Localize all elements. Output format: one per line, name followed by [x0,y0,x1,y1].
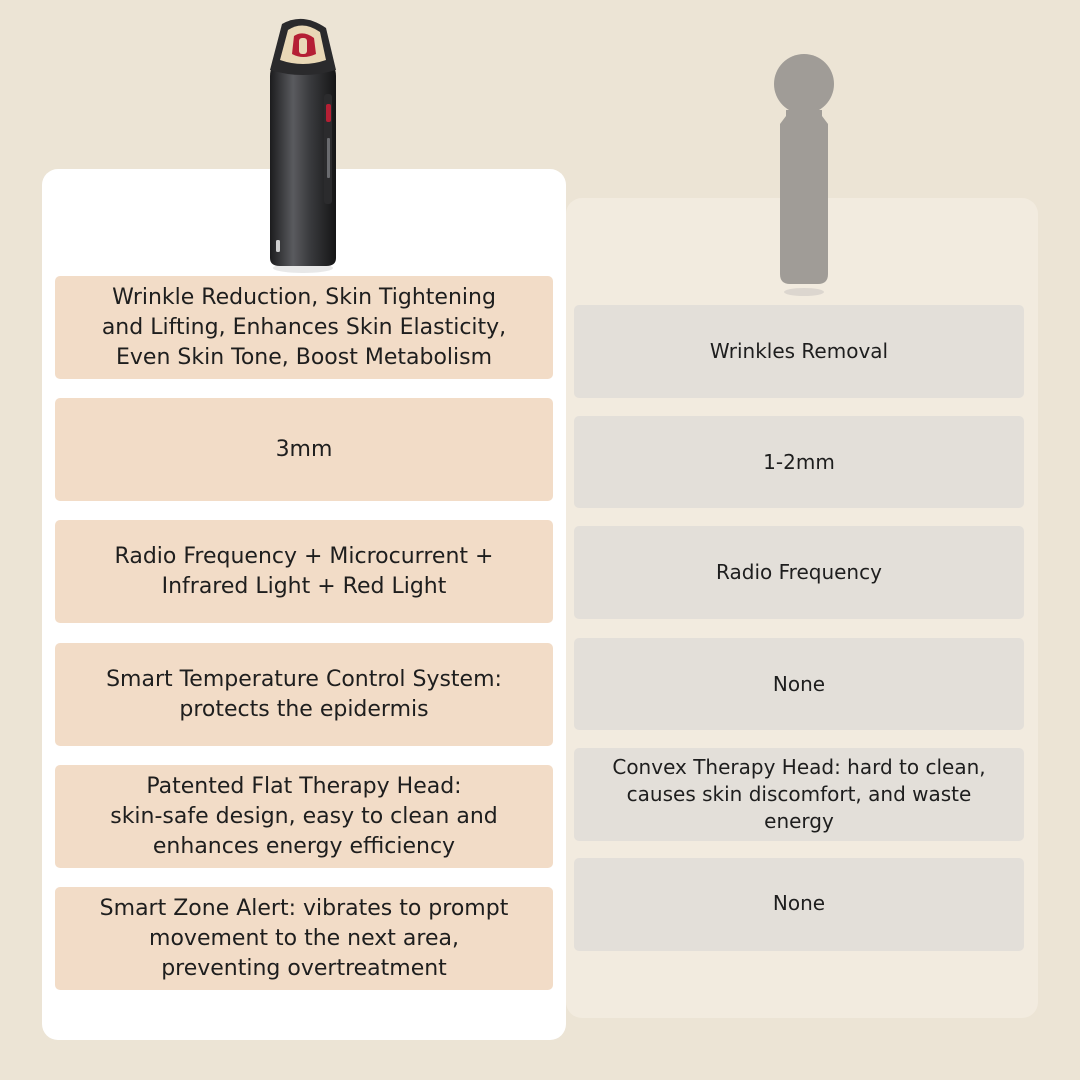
comparison-technology-cell: Radio Frequency [574,526,1024,619]
featured-temperature-cell: Smart Temperature Control System: protec… [55,643,553,746]
comparison-therapy-head-cell: Convex Therapy Head: hard to clean, caus… [574,748,1024,841]
comparison-benefits-cell: Wrinkles Removal [574,305,1024,398]
featured-zone-alert-cell: Smart Zone Alert: vibrates to prompt mov… [55,887,553,990]
featured-technology-cell: Radio Frequency + Microcurrent + Infrare… [55,520,553,623]
comparison-temperature-cell: None [574,638,1024,730]
featured-depth-cell: 3mm [55,398,553,501]
featured-therapy-head-cell: Patented Flat Therapy Head: skin-safe de… [55,765,553,868]
comparison-depth-cell: 1-2mm [574,416,1024,508]
featured-benefits-cell: Wrinkle Reduction, Skin Tightening and L… [55,276,553,379]
rf-beauty-device-image [270,18,336,273]
generic-device-silhouette [774,54,834,296]
comparison-zone-alert-cell: None [574,858,1024,951]
